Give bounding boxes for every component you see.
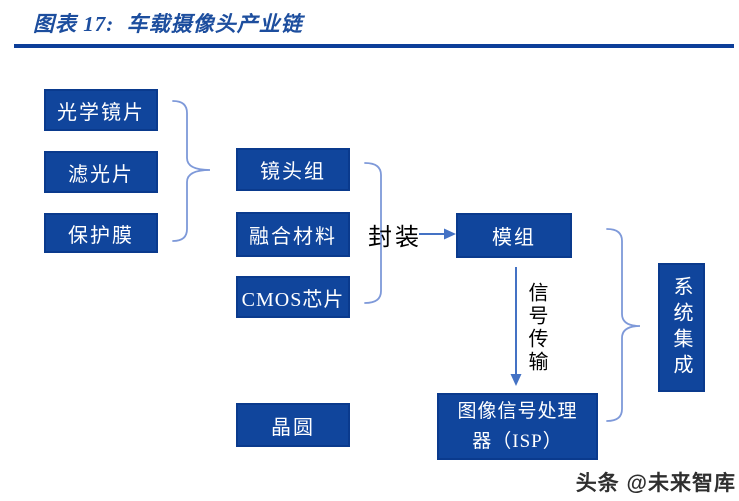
node-isp: 图像信号处理器（ISP） bbox=[437, 393, 598, 460]
left-brace bbox=[172, 100, 211, 242]
node-filter: 滤光片 bbox=[44, 151, 158, 193]
node-lens-group: 镜头组 bbox=[236, 148, 350, 191]
watermark: 头条 @未来智库 bbox=[575, 472, 736, 495]
node-wafer: 晶圆 bbox=[236, 403, 350, 447]
signal-transmission-label: 信号传输 bbox=[525, 282, 547, 374]
title-divider bbox=[14, 44, 734, 48]
node-cmos-chip: CMOS芯片 bbox=[236, 276, 350, 318]
node-fusion-material: 融合材料 bbox=[236, 212, 350, 257]
figure-title: 图表 17: 车载摄像头产业链 bbox=[33, 12, 303, 36]
node-system-integration: 系统集成 bbox=[658, 263, 705, 392]
packaging-label: 封装 bbox=[368, 225, 422, 251]
node-protective-film: 保护膜 bbox=[44, 213, 158, 253]
packaging-arrow bbox=[419, 228, 456, 240]
right-brace bbox=[606, 228, 641, 422]
middle-bracket bbox=[364, 162, 382, 304]
signal-arrow bbox=[510, 267, 522, 386]
node-optical-lens: 光学镜片 bbox=[44, 89, 158, 131]
node-module: 模组 bbox=[456, 213, 572, 258]
